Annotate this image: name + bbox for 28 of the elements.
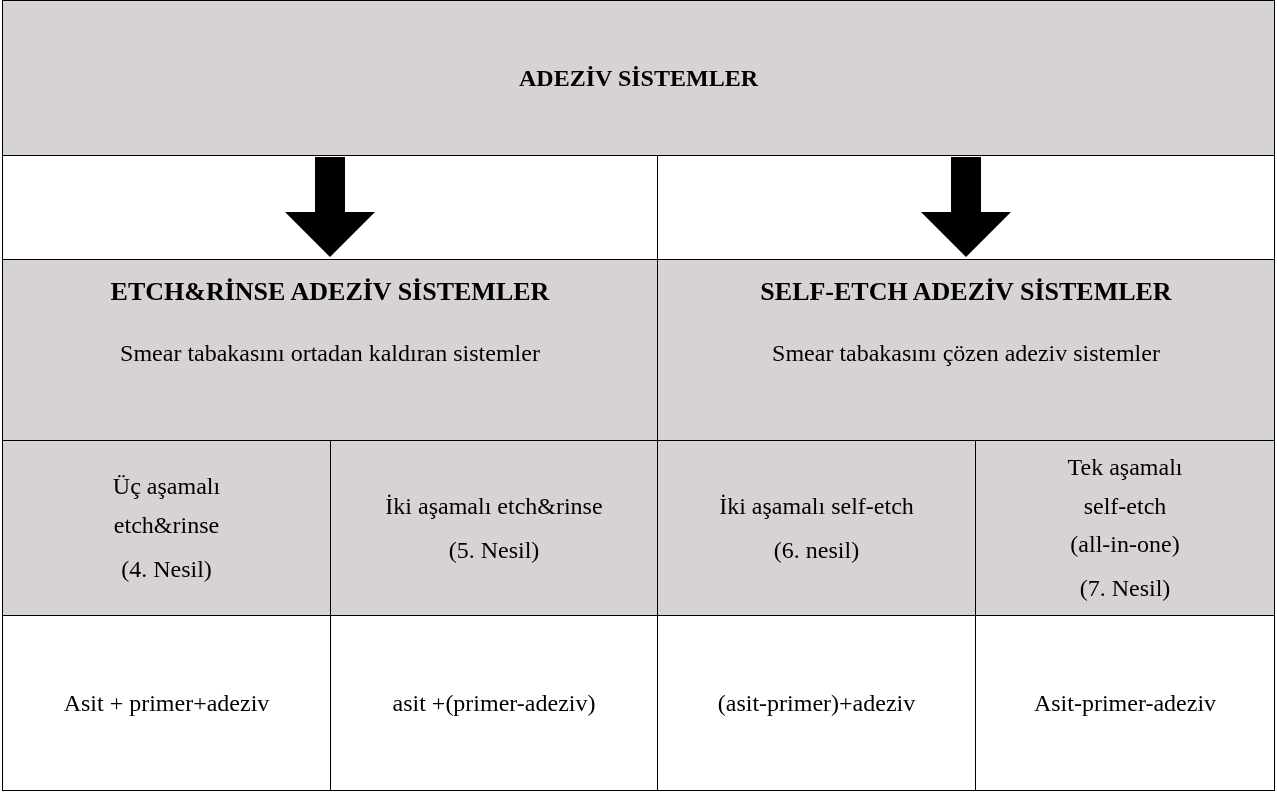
type-name: Tek aşamalı self-etch (all-in-one)	[1066, 453, 1184, 559]
heading-text: SELF-ETCH ADEZİV SİSTEMLER	[760, 276, 1172, 308]
subtype-cell	[330, 440, 658, 616]
block-arrow	[285, 157, 375, 257]
category-header-cell	[2, 259, 658, 441]
composition-text: (asit-primer)+adeziv	[717, 688, 916, 718]
block-arrow	[921, 157, 1011, 257]
generation-label: (5. Nesil)	[448, 536, 540, 565]
subtype-cell	[975, 440, 1275, 616]
heading-text: ETCH&RİNSE ADEZİV SİSTEMLER	[110, 276, 550, 308]
description-text: Smear tabakasını ortadan kaldıran sistemler	[120, 339, 540, 369]
composition-text: asit +(primer-adeziv)	[392, 688, 596, 718]
description-text: Smear tabakasını çözen adeziv sistemler	[772, 339, 1160, 369]
generation-label: (4. Nesil)	[121, 555, 212, 585]
type-name: Üç aşamalı etch&rinse	[111, 472, 222, 540]
title-header-cell	[2, 0, 1275, 156]
composition-cell	[2, 615, 331, 791]
subtype-cell	[657, 440, 976, 616]
category-header-cell	[657, 259, 1275, 441]
subtype-cell	[2, 440, 331, 616]
generation-label: (6. nesil)	[773, 536, 860, 565]
generation-label: (7. Nesil)	[1079, 574, 1171, 604]
title-text: ADEZİV SİSTEMLER	[519, 63, 758, 93]
composition-text: Asit + primer+adeziv	[63, 688, 270, 718]
composition-text: Asit-primer-adeziv	[1033, 688, 1217, 718]
type-name: İki aşamalı etch&rinse	[385, 491, 603, 521]
composition-cell	[975, 615, 1275, 791]
type-name: İki aşamalı self-etch	[719, 491, 914, 521]
